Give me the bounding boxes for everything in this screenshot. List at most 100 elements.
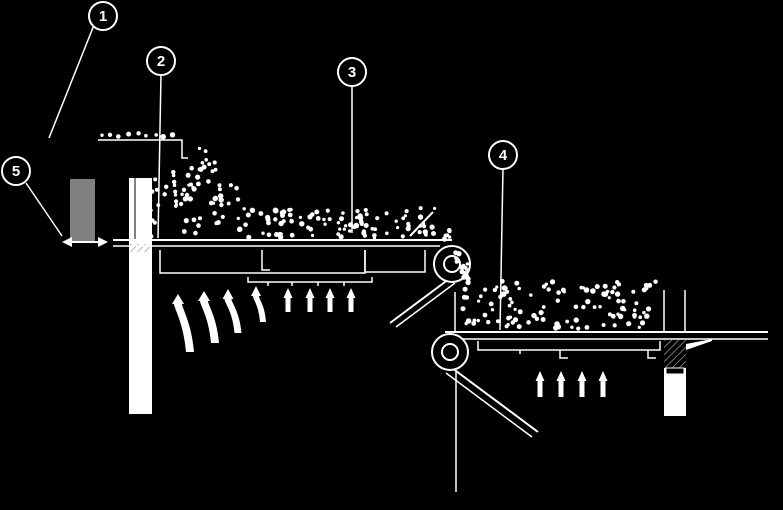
pellet-icon	[196, 223, 201, 228]
pellet-icon	[495, 285, 499, 289]
pellet-icon	[632, 312, 637, 318]
pellet-icon	[465, 268, 469, 272]
pellet-icon	[607, 312, 612, 317]
pellet-icon	[561, 287, 566, 293]
pellet-icon	[172, 183, 177, 187]
pellet-icon	[454, 256, 458, 260]
pellet-icon	[477, 299, 481, 303]
pellet-icon	[465, 279, 471, 286]
pellet-icon	[100, 133, 104, 137]
pellet-icon	[573, 317, 579, 323]
pellet-icon	[323, 222, 327, 226]
pellet-icon	[422, 224, 427, 229]
lower-plenum-box	[477, 341, 661, 351]
pellet-icon	[601, 291, 607, 297]
pellet-icon	[584, 325, 590, 330]
pellet-icon	[637, 325, 641, 329]
pellet-icon	[499, 278, 505, 284]
pellet-icon	[385, 231, 389, 236]
air-flow-arrow-icon	[198, 291, 219, 343]
pellet-icon	[218, 197, 224, 203]
pellet-icon	[174, 199, 179, 204]
pellet-icon	[154, 133, 158, 137]
pellet-icon	[341, 211, 345, 215]
pellet-icon	[460, 306, 466, 312]
air-flow-arrow-icon	[598, 371, 608, 397]
pellet-icon	[336, 221, 341, 225]
product-pellets	[100, 131, 658, 331]
pellet-icon	[107, 132, 113, 137]
pellet-icon	[447, 235, 452, 239]
pellet-icon	[213, 196, 218, 201]
pellet-icon	[612, 323, 617, 328]
pellet-icon	[384, 211, 389, 216]
pellet-icon	[546, 287, 551, 292]
upper-conveyor	[113, 211, 471, 328]
pellet-icon	[639, 320, 646, 326]
pellet-icon	[226, 201, 231, 206]
pellet-icon	[189, 165, 194, 171]
pellet-icon	[189, 182, 193, 187]
pellet-icon	[344, 224, 348, 228]
callout-3: 3	[337, 57, 367, 233]
pellet-icon	[626, 321, 632, 327]
callout-5-leader	[25, 182, 63, 237]
pellet-icon	[273, 217, 278, 222]
upper-nozzle-rail	[247, 277, 373, 286]
pellet-icon	[462, 271, 468, 276]
pellet-icon	[197, 146, 202, 151]
pellet-icon	[212, 160, 217, 165]
pellet-icon	[430, 226, 435, 230]
pellet-icon	[228, 183, 233, 188]
pellet-icon	[156, 203, 161, 208]
pellet-icon	[482, 312, 488, 318]
pellet-icon	[579, 285, 584, 290]
pellet-icon	[556, 290, 561, 295]
pellet-icon	[204, 158, 208, 162]
pellet-icon	[631, 289, 636, 294]
pellet-icon	[236, 216, 240, 221]
callout-2-leader	[157, 73, 162, 239]
pellet-icon	[181, 187, 187, 192]
pellet-icon	[534, 316, 540, 321]
pellet-icon	[191, 217, 197, 223]
pellet-icon	[126, 131, 132, 137]
callout-2: 2	[146, 46, 176, 239]
pellet-icon	[510, 300, 514, 305]
pellet-icon	[616, 282, 622, 287]
pellet-icon	[361, 230, 367, 236]
pellet-icon	[272, 207, 279, 214]
pellet-icon	[554, 321, 560, 327]
pellet-icon	[492, 287, 498, 293]
callout-4-circle	[488, 140, 518, 170]
pellet-icon	[461, 274, 467, 280]
pellet-icon	[242, 207, 246, 211]
pellet-icon	[265, 217, 271, 222]
upper-plenum-divider	[261, 250, 270, 271]
pellet-icon	[357, 215, 364, 221]
pellet-icon	[342, 227, 346, 231]
pellet-icon	[512, 317, 519, 323]
pellet-icon	[447, 229, 452, 234]
pellet-icon	[298, 215, 302, 219]
pellet-icon	[364, 212, 369, 217]
pellet-icon	[258, 211, 264, 216]
pellet-icon	[289, 232, 295, 238]
pellet-icon	[195, 174, 201, 180]
outlet-wall	[664, 368, 686, 416]
pellet-icon	[338, 234, 344, 240]
pellet-icon	[160, 134, 166, 140]
pellet-icon	[338, 227, 342, 231]
pellet-icon	[308, 226, 314, 232]
pellet-icon	[281, 219, 286, 224]
pellet-icon	[529, 293, 533, 297]
callout-5: 5	[1, 156, 63, 237]
lower-conveyor	[431, 292, 768, 492]
pellet-icon	[183, 218, 189, 224]
pellet-icon	[359, 221, 364, 226]
pellet-icon	[526, 320, 531, 325]
pellet-icon	[503, 286, 508, 291]
callout-5-circle	[1, 156, 31, 186]
pellet-icon	[617, 313, 624, 320]
